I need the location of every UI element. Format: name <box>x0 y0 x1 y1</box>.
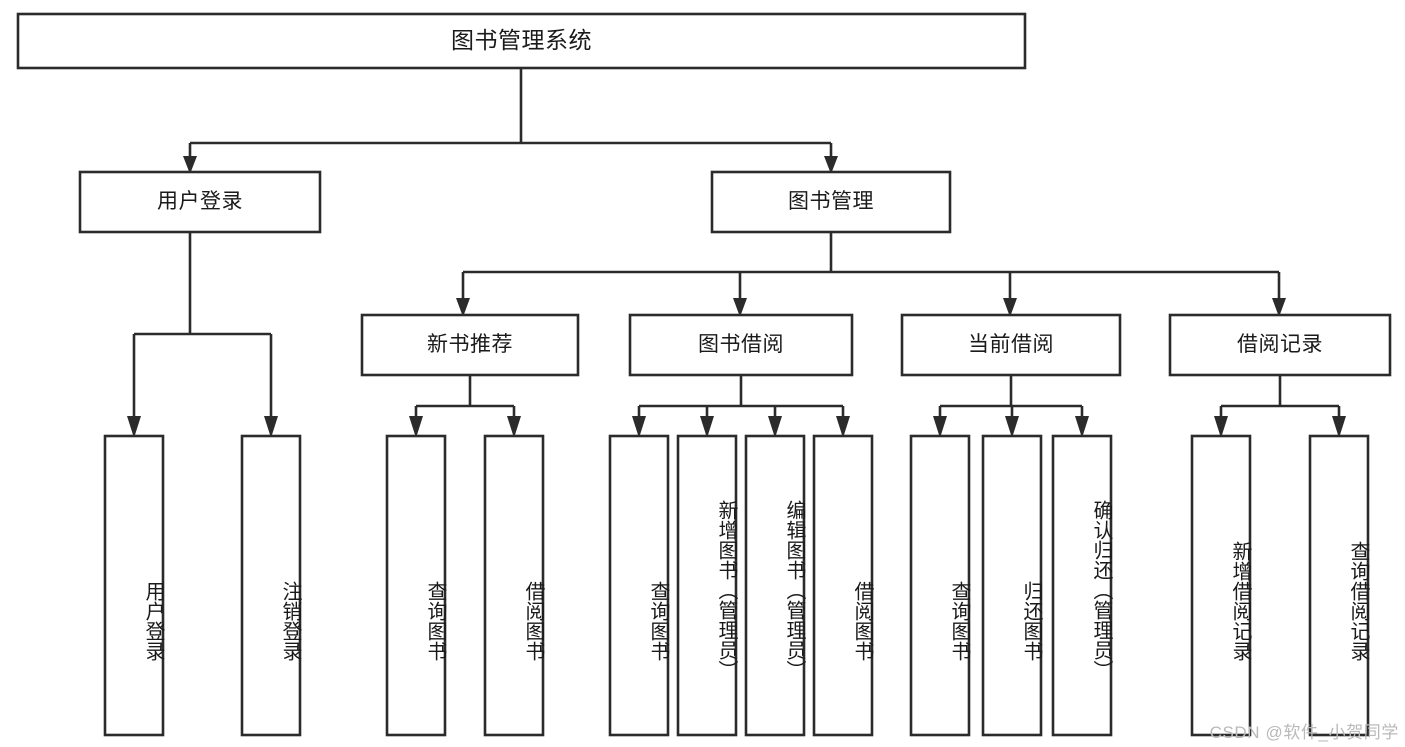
node-box-leaf-query-book-3[interactable] <box>909 434 971 737</box>
arrowhead-leaf-user-logout <box>264 416 278 438</box>
csdn-watermark: CSDN @软件_小贺同学 <box>1209 723 1399 742</box>
connector-group-book-borrow <box>632 375 850 438</box>
arrowhead-leaf-query-borrow-record <box>1332 416 1346 438</box>
arrowhead-new-book-recommend <box>456 298 470 317</box>
node-box-borrow-record[interactable] <box>1168 313 1392 377</box>
node-box-leaf-user-login[interactable] <box>103 434 165 737</box>
arrowhead-leaf-borrow-book-2 <box>836 416 850 438</box>
node-box-leaf-query-borrow-record[interactable] <box>1308 434 1370 737</box>
node-box-leaf-add-book[interactable] <box>676 434 738 737</box>
node-box-user-login[interactable] <box>78 170 322 234</box>
connector-group-new-book-recommend <box>409 375 521 438</box>
connector-group-current-borrow <box>933 375 1089 438</box>
arrowhead-leaf-borrow-book-1 <box>507 416 521 438</box>
arrowhead-leaf-query-book-2 <box>632 416 646 438</box>
connector-group-borrow-record <box>1214 375 1346 438</box>
arrowhead-book-manage <box>824 156 838 174</box>
arrowhead-leaf-add-book <box>700 416 714 438</box>
node-box-root[interactable] <box>16 12 1027 70</box>
connector-group-root <box>183 68 838 174</box>
node-box-book-borrow[interactable] <box>628 313 854 377</box>
node-box-leaf-edit-book[interactable] <box>744 434 806 737</box>
node-box-book-manage[interactable] <box>710 170 952 234</box>
node-box-leaf-return-book[interactable] <box>981 434 1043 737</box>
node-box-leaf-add-borrow-record[interactable] <box>1190 434 1252 737</box>
node-box-leaf-confirm-return[interactable] <box>1051 434 1113 737</box>
node-box-leaf-query-book-1[interactable] <box>385 434 447 737</box>
node-box-current-borrow[interactable] <box>900 313 1122 377</box>
arrowhead-leaf-return-book <box>1005 416 1019 438</box>
arrowhead-leaf-user-login <box>127 416 141 438</box>
arrowhead-leaf-query-book-1 <box>409 416 423 438</box>
node-box-leaf-borrow-book-1[interactable] <box>483 434 545 737</box>
node-box-leaf-user-logout[interactable] <box>240 434 302 737</box>
node-box-new-book-recommend[interactable] <box>360 313 580 377</box>
arrowhead-user-login <box>183 156 197 174</box>
connector-group-book-manage <box>456 232 1286 317</box>
connector-group-user-login <box>127 232 278 438</box>
node-box-leaf-borrow-book-2[interactable] <box>812 434 874 737</box>
node-box-leaf-query-book-2[interactable] <box>608 434 670 737</box>
arrowhead-leaf-confirm-return <box>1075 416 1089 438</box>
arrowhead-leaf-edit-book <box>768 416 782 438</box>
arrowhead-borrow-record <box>1272 298 1286 317</box>
arrowhead-leaf-add-borrow-record <box>1214 416 1228 438</box>
arrowhead-book-borrow <box>733 298 747 317</box>
arrowhead-current-borrow <box>1003 298 1017 317</box>
arrowhead-leaf-query-book-3 <box>933 416 947 438</box>
